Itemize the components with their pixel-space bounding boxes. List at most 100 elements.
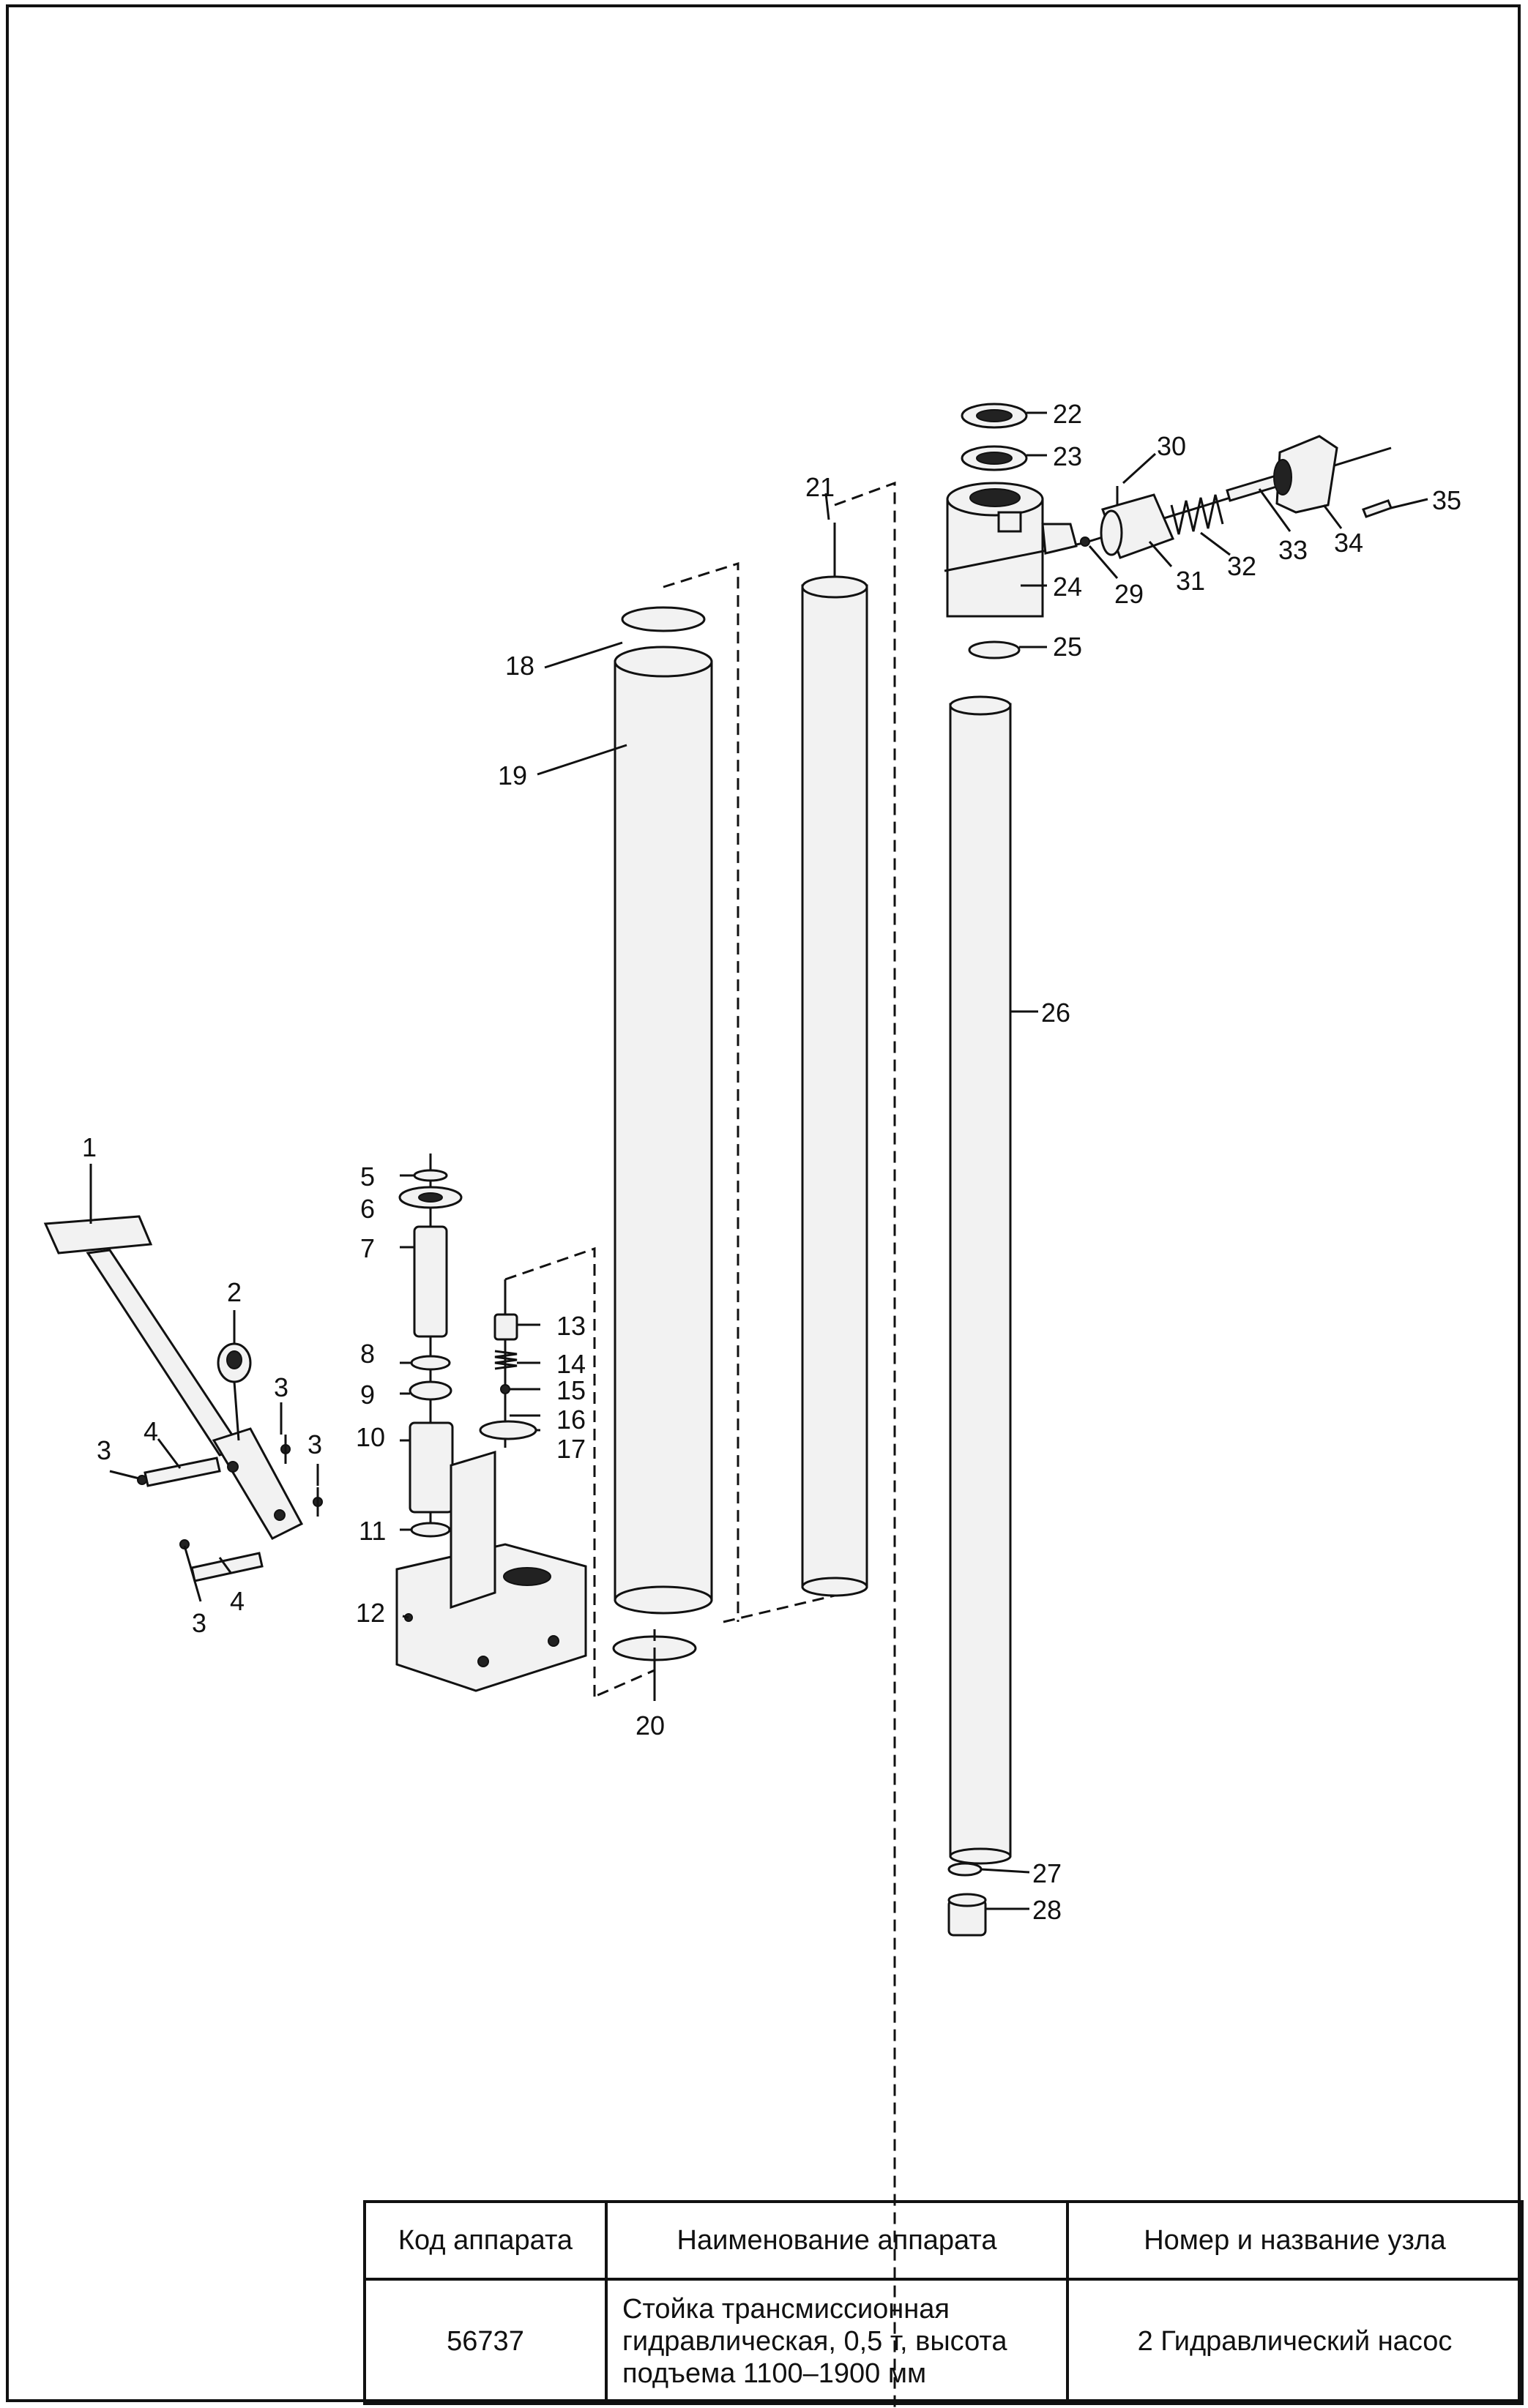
label-29: 29 bbox=[1114, 579, 1144, 609]
label-17: 17 bbox=[556, 1434, 586, 1464]
label-24: 24 bbox=[1053, 572, 1082, 602]
pump-upright bbox=[450, 1450, 496, 1609]
label-26: 26 bbox=[1041, 998, 1070, 1028]
upper-ring bbox=[621, 606, 706, 632]
base-hole bbox=[548, 1635, 559, 1647]
title-block: Код аппарата Наименование аппарата Номер… bbox=[363, 2200, 1524, 2405]
pedal-lever bbox=[86, 1249, 244, 1457]
plunger bbox=[413, 1225, 448, 1338]
washer-bore bbox=[418, 1192, 443, 1203]
valve-housing-face bbox=[1100, 509, 1123, 556]
valve-spring bbox=[494, 1350, 518, 1370]
o-ring-lower bbox=[410, 1522, 451, 1538]
head-block-bore bbox=[969, 488, 1021, 507]
bushing-axis bbox=[233, 1381, 240, 1441]
bushing-bore bbox=[226, 1350, 242, 1369]
seal bbox=[968, 640, 1021, 659]
label-6: 6 bbox=[360, 1194, 375, 1224]
o-ring bbox=[947, 1862, 983, 1877]
label-19: 19 bbox=[498, 760, 527, 790]
long-rod-bottom bbox=[949, 1847, 1012, 1865]
ring-bore bbox=[976, 452, 1013, 465]
large-o-ring bbox=[479, 1420, 537, 1440]
small-ball bbox=[1080, 536, 1090, 547]
o-ring bbox=[410, 1355, 451, 1371]
label-30: 30 bbox=[1157, 431, 1186, 461]
long-rod bbox=[949, 703, 1012, 1858]
label-7: 7 bbox=[360, 1233, 375, 1263]
bracket-hole bbox=[227, 1461, 239, 1473]
label-32: 32 bbox=[1227, 551, 1256, 581]
dashed-guide bbox=[834, 481, 896, 2408]
long-rod-top bbox=[949, 695, 1012, 716]
head-block bbox=[946, 498, 1044, 618]
label-3: 3 bbox=[308, 1429, 322, 1459]
label-12: 12 bbox=[356, 1598, 385, 1628]
head-nozzle bbox=[1041, 523, 1078, 555]
label-34: 34 bbox=[1334, 528, 1363, 558]
end-cap-top bbox=[947, 1893, 987, 1907]
label-2: 2 bbox=[227, 1277, 242, 1307]
label-10: 10 bbox=[356, 1422, 385, 1452]
value-code: 56737 bbox=[363, 2278, 608, 2405]
part-labels: 1 2 3 3 3 3 4 4 5 6 7 8 9 10 11 12 13 14… bbox=[82, 399, 1461, 1925]
valve-spring bbox=[1170, 494, 1224, 535]
label-18: 18 bbox=[505, 651, 534, 681]
inner-tube-bottom bbox=[801, 1577, 868, 1597]
seal bbox=[409, 1380, 452, 1401]
clip bbox=[137, 1475, 147, 1485]
label-33: 33 bbox=[1278, 535, 1308, 565]
pedal-plate bbox=[43, 1215, 153, 1255]
label-20: 20 bbox=[636, 1710, 665, 1740]
label-3: 3 bbox=[274, 1372, 288, 1402]
label-35: 35 bbox=[1432, 485, 1461, 515]
dashed-guide bbox=[723, 1594, 835, 1623]
label-25: 25 bbox=[1053, 632, 1082, 662]
header-node: Номер и название узла bbox=[1066, 2200, 1524, 2281]
valve-knob-face bbox=[1273, 459, 1292, 496]
value-node: 2 Гидравлический насос bbox=[1066, 2278, 1524, 2405]
value-name-line-1: Стойка трансмиссионная bbox=[622, 2294, 950, 2325]
valve-knob bbox=[1275, 435, 1338, 514]
outer-cylinder-group bbox=[594, 561, 739, 1698]
seal-ring bbox=[413, 1169, 448, 1182]
inner-tube bbox=[801, 584, 868, 1588]
dashed-guide bbox=[663, 561, 739, 1622]
label-27: 27 bbox=[1032, 1858, 1062, 1888]
title-block-value-row: 56737 Стойка трансмиссионная гидравличес… bbox=[363, 2278, 1524, 2405]
top-head-assembly bbox=[944, 403, 1393, 659]
label-3: 3 bbox=[97, 1435, 111, 1465]
dashed-guide bbox=[504, 1246, 596, 1697]
label-15: 15 bbox=[556, 1375, 586, 1405]
label-11: 11 bbox=[359, 1516, 386, 1546]
label-8: 8 bbox=[360, 1339, 375, 1369]
value-name: Стойка трансмиссионная гидравлическая, 0… bbox=[605, 2278, 1069, 2405]
valve-plug bbox=[493, 1313, 518, 1341]
label-13: 13 bbox=[556, 1311, 586, 1341]
pedal-assembly bbox=[43, 1215, 323, 1582]
valve-screw bbox=[1362, 499, 1393, 518]
value-name-line-3: подъема 1100–1900 мм bbox=[622, 2358, 927, 2389]
label-3: 3 bbox=[192, 1608, 206, 1638]
header-name: Наименование аппарата bbox=[605, 2200, 1069, 2281]
leader-lines bbox=[89, 411, 1428, 1910]
label-28: 28 bbox=[1032, 1895, 1062, 1925]
label-23: 23 bbox=[1053, 441, 1082, 471]
label-21: 21 bbox=[805, 472, 835, 502]
rod-group bbox=[947, 695, 1012, 1937]
inner-tube-top bbox=[801, 575, 868, 599]
pump-body-assembly bbox=[395, 1153, 596, 1697]
pump-cylinder bbox=[409, 1421, 454, 1514]
label-5: 5 bbox=[360, 1162, 375, 1192]
ring-bore bbox=[976, 409, 1013, 422]
value-name-line-2: гидравлическая, 0,5 т, высота bbox=[622, 2326, 1007, 2357]
outer-cylinder bbox=[614, 660, 713, 1601]
label-16: 16 bbox=[556, 1405, 586, 1435]
pin-upper bbox=[144, 1457, 221, 1487]
title-block-header-row: Код аппарата Наименование аппарата Номер… bbox=[363, 2200, 1524, 2281]
outer-cylinder-bottom bbox=[614, 1585, 713, 1615]
label-14: 14 bbox=[556, 1349, 586, 1379]
label-1: 1 bbox=[82, 1132, 97, 1162]
base-port bbox=[503, 1567, 551, 1586]
